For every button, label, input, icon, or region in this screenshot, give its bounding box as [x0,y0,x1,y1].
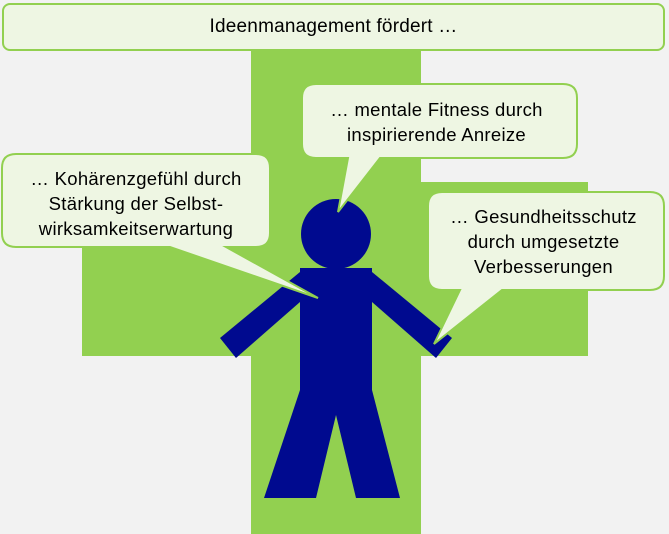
bubble-text-kohaerenz: … Kohärenzgefühl durch Stärkung der Selb… [30,168,242,239]
speech-bubble-mental-fitness [301,83,578,213]
title-banner: Ideenmanagement fördert … [2,3,665,51]
bubble-text-gesundheitsschutz: … Gesundheitsschutz durch umgesetzte Ver… [450,206,637,277]
title-text: Ideenmanagement fördert … [209,16,458,37]
bubble-text-mental-fitness: … mentale Fitness durch inspirierende An… [330,99,543,145]
person-figure-icon [220,199,452,498]
speech-bubble-kohaerenz [1,153,319,299]
speech-bubble-gesundheitsschutz [427,191,665,345]
